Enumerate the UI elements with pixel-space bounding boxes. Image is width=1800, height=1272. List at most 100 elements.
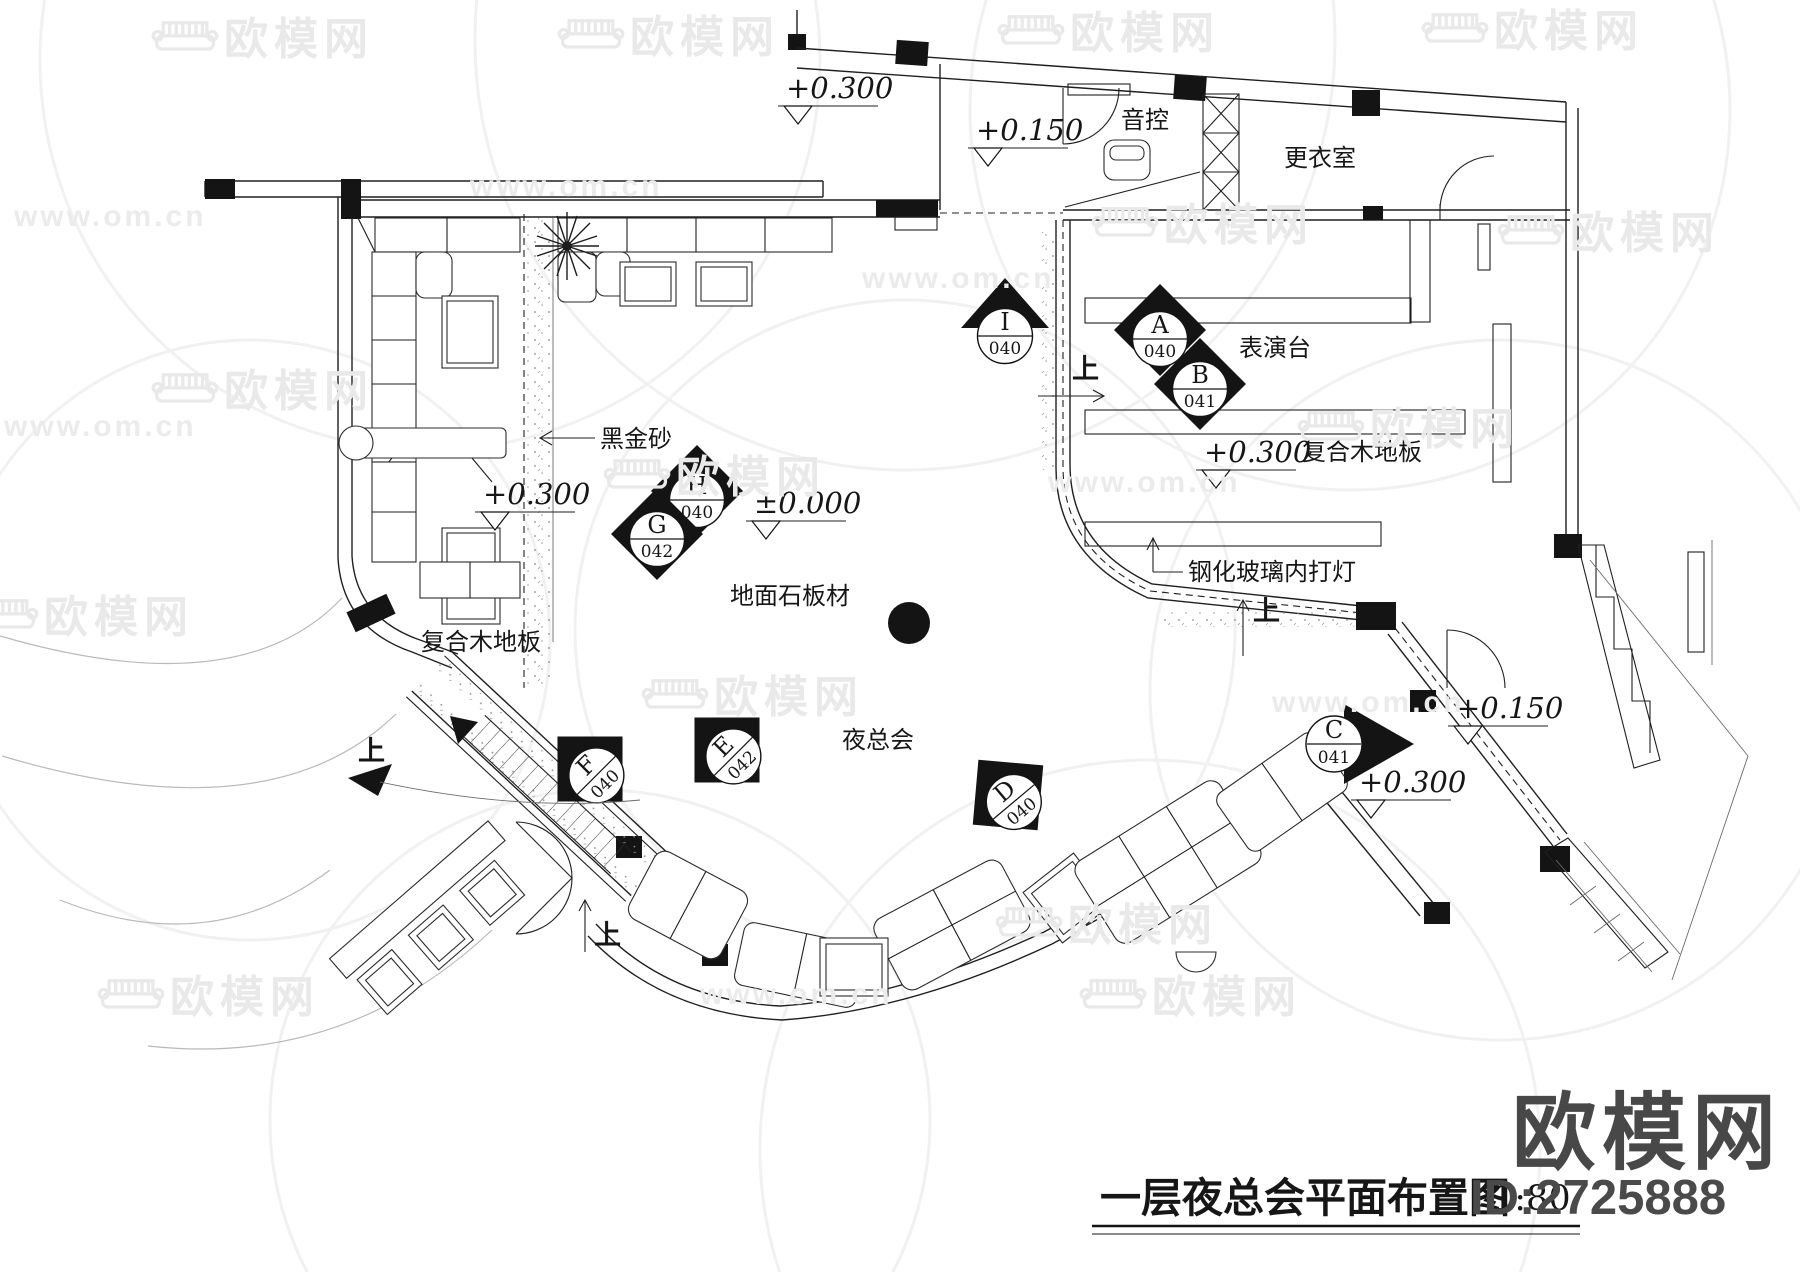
marker-D: D 040 xyxy=(972,759,1044,831)
marker-F: F 040 xyxy=(557,736,625,804)
elevation-bottom-right: +0.300 xyxy=(1351,765,1466,819)
column xyxy=(346,593,396,633)
watermark-url: www.om.cn xyxy=(861,262,1055,295)
sofa-icon xyxy=(997,15,1065,45)
room-label-stage: 表演台 xyxy=(1239,335,1311,362)
elevation-triangle-icon xyxy=(782,105,814,125)
elevation-triangle-icon xyxy=(972,147,1004,167)
marker-sheet: 041 xyxy=(1318,748,1350,768)
sofa-icon xyxy=(1079,979,1147,1009)
watermark-brand: 欧模网 xyxy=(1068,901,1218,950)
room-label-dressing: 更衣室 xyxy=(1284,145,1356,172)
watermark-brand: 欧模网 xyxy=(1570,209,1720,258)
plant-icon xyxy=(535,212,599,280)
elevation-value: +0.300 xyxy=(786,71,893,105)
marker-sheet: 041 xyxy=(1184,392,1216,412)
elevation-triangle-icon xyxy=(479,511,511,531)
up-arrow-stairs: 上 xyxy=(348,736,641,804)
wall-hatch xyxy=(1577,544,1661,769)
sofa-icon xyxy=(641,679,709,709)
watermarks: 欧模网 欧模网 欧模网 欧模网 www.om.cn www.om.cn www.… xyxy=(0,7,1720,1022)
elevation-triangle-icon xyxy=(1355,799,1387,819)
up-arrow-stage: 上 xyxy=(1038,354,1106,403)
drawing-scale: 1:80 xyxy=(1492,1179,1571,1219)
watermark-brand: 欧模网 xyxy=(1164,201,1314,250)
marker-sheet: 040 xyxy=(1144,342,1176,362)
wall-hatch xyxy=(1687,551,1705,653)
column xyxy=(1424,902,1450,924)
sofa-icon xyxy=(557,19,625,49)
sofa-icon xyxy=(1421,13,1489,43)
marker-letter: A xyxy=(1150,311,1169,339)
watermark-brand: 欧模网 xyxy=(170,973,320,1022)
top-booth-seating xyxy=(557,217,833,307)
up-arrow-entry: 上 xyxy=(578,898,621,952)
elevation-triangle-icon xyxy=(1200,469,1232,489)
door-arc xyxy=(1439,155,1495,211)
elevation-value: +0.300 xyxy=(483,477,590,511)
double-door xyxy=(515,821,573,935)
stair-hatch xyxy=(1544,837,1669,969)
stair-arrow xyxy=(450,716,478,744)
marker-I: I 040 xyxy=(961,278,1049,365)
marker-sheet: 040 xyxy=(681,503,713,523)
material-label-wood-left: 复合木地板 xyxy=(421,629,541,656)
elevation-zero: ±0.000 xyxy=(746,486,861,540)
column xyxy=(895,39,929,67)
chair-back xyxy=(1109,145,1145,161)
marker-C: C 041 xyxy=(1305,704,1414,784)
marker-sheet: 042 xyxy=(641,542,673,562)
sofa-icon xyxy=(1497,215,1565,245)
watermark-brand: 欧模网 xyxy=(224,367,374,416)
watermark-brand: 欧模网 xyxy=(1152,973,1302,1022)
room-label-club: 夜总会 xyxy=(842,727,914,754)
elevation-top: +0.300 xyxy=(778,71,893,125)
marker-B: B 041 xyxy=(1154,338,1246,430)
site-logo: 欧模网 xyxy=(1512,1086,1782,1180)
black-gold-sand-callout: 黑金砂 xyxy=(538,426,672,453)
left-booth-seating xyxy=(338,217,521,625)
column xyxy=(341,198,361,219)
watermark-brand: 欧模网 xyxy=(676,453,826,502)
glass-light-callout: 钢化玻璃内打灯 xyxy=(1146,536,1356,586)
column xyxy=(1363,206,1383,220)
column xyxy=(341,179,361,199)
sofa-icon xyxy=(0,599,39,629)
marker-E: E 042 xyxy=(694,717,762,785)
elevation-stage: +0.300 复合木地板 xyxy=(1196,435,1422,489)
marker-letter: H xyxy=(687,472,708,500)
marker-G: G 042 xyxy=(611,488,703,580)
marker-letter: B xyxy=(1191,361,1209,389)
column xyxy=(1173,74,1207,102)
elevation-triangle-icon xyxy=(750,520,782,540)
watermark-brand: 欧模网 xyxy=(1070,9,1220,58)
up-label: 上 xyxy=(594,920,621,950)
granite-band xyxy=(1160,612,1360,627)
watermark-brand: 欧模网 xyxy=(714,673,864,722)
watermark-url: www.om.cn xyxy=(699,978,893,1011)
room-label-audio: 音控 xyxy=(1121,107,1169,134)
granite-band xyxy=(1040,232,1054,470)
sofa-icon xyxy=(151,21,219,51)
elevation-value: +0.150 xyxy=(976,113,1083,147)
elevation-triangle-icon xyxy=(1452,725,1484,745)
watermark-brand: 欧模网 xyxy=(44,593,194,642)
elevation-left: +0.300 xyxy=(475,477,590,531)
watermark-url: www.om.cn xyxy=(469,170,663,203)
column xyxy=(788,34,806,50)
elevation-right: +0.150 xyxy=(1448,691,1563,745)
sofa-icon xyxy=(97,979,165,1009)
up-label: 上 xyxy=(358,736,385,766)
watermark-brand: 欧模网 xyxy=(224,15,374,64)
up-arrow-right: 上 xyxy=(1236,596,1280,656)
drawing-title: 一层夜总会平面布置图 xyxy=(1100,1175,1510,1221)
marker-letter: I xyxy=(1000,308,1009,336)
elevation-value: +0.300 xyxy=(1204,435,1311,469)
elevation-value: +0.300 xyxy=(1359,765,1466,799)
bench-row xyxy=(328,820,526,1016)
marker-letter: G xyxy=(647,511,666,539)
watermark-brand: 欧模网 xyxy=(1370,405,1520,454)
column xyxy=(876,200,938,217)
